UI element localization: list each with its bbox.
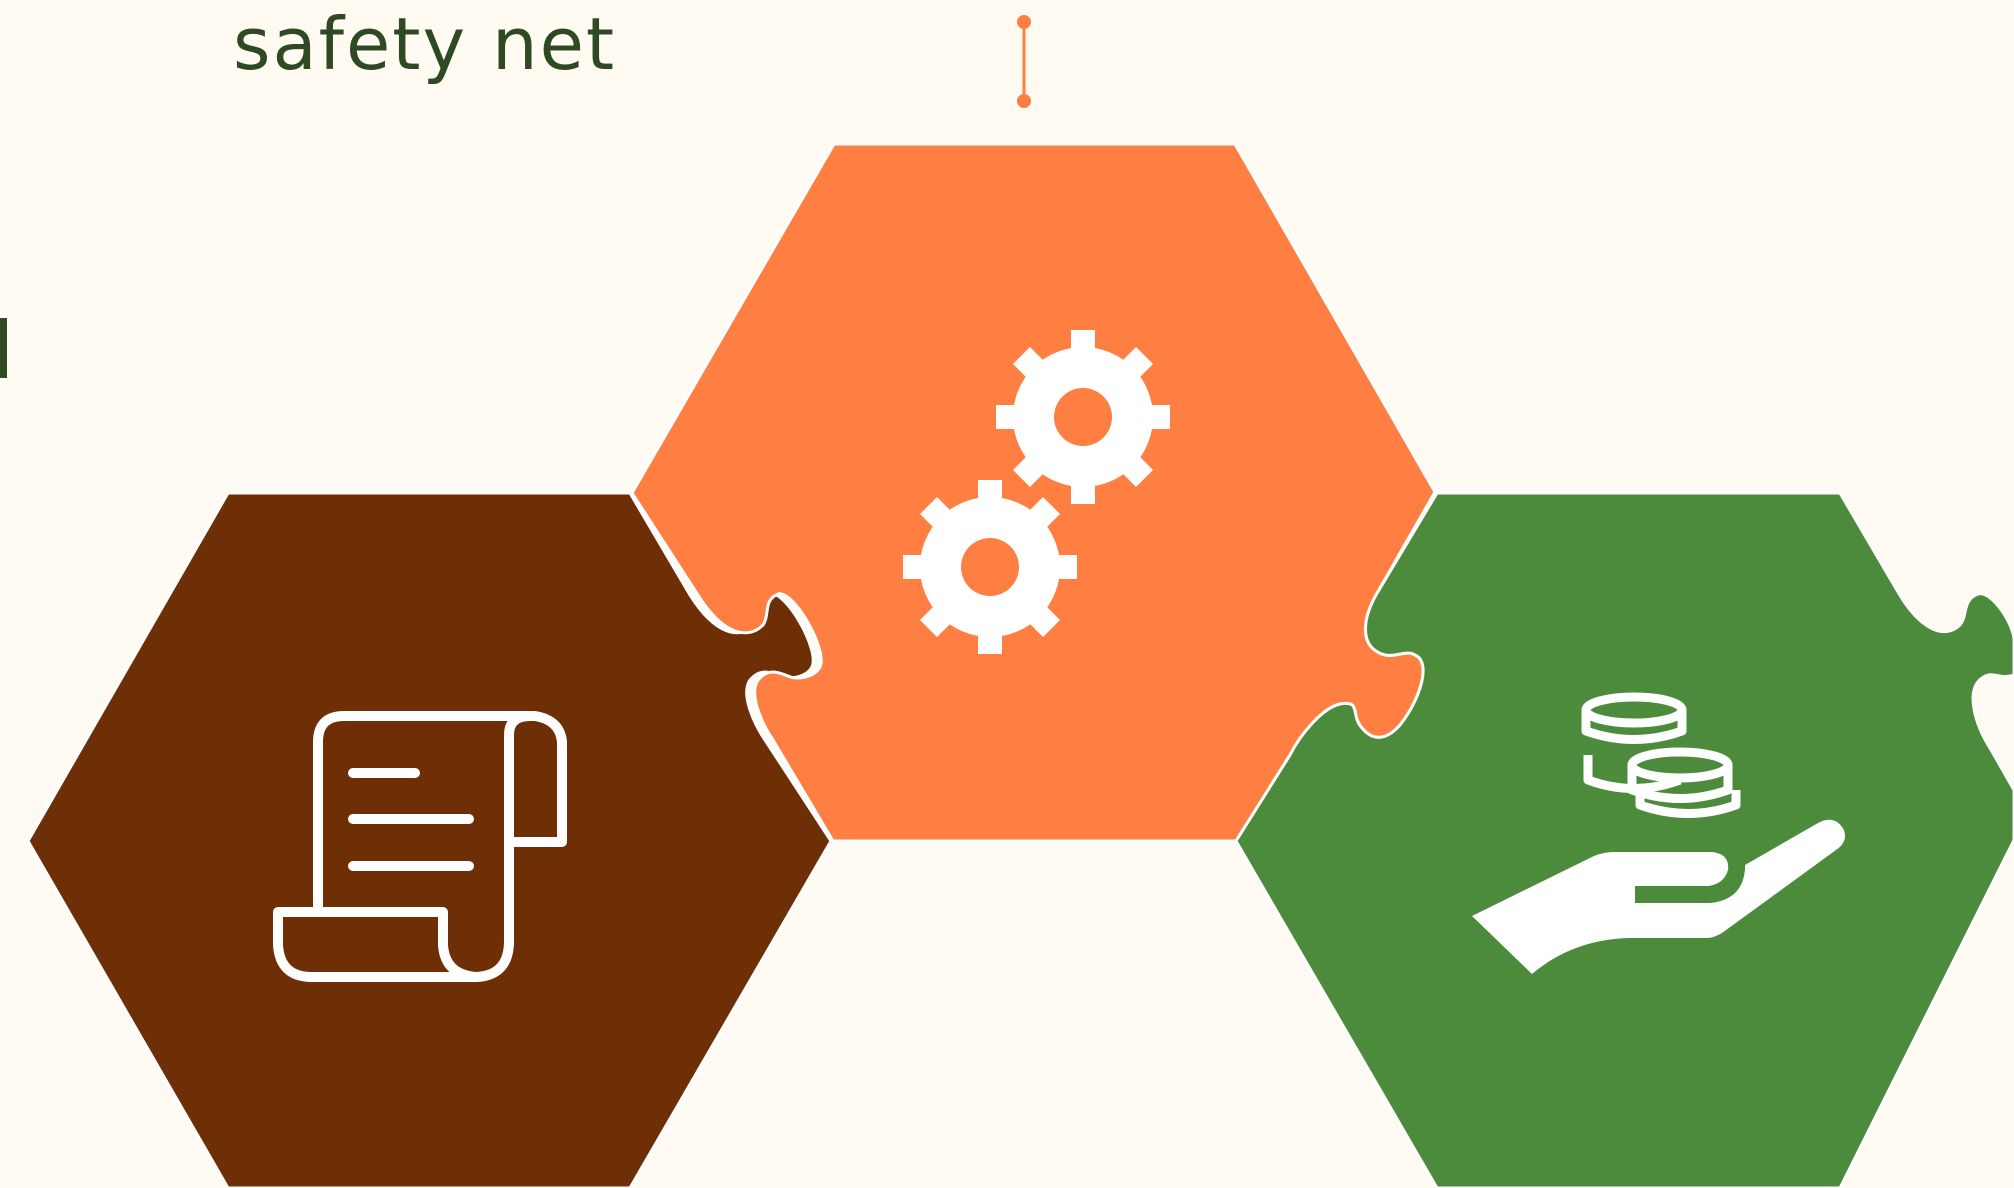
orange-hexagon: [630, 142, 1437, 843]
left-edge-text-fragment: [0, 318, 7, 378]
green-hexagon: [1234, 491, 2014, 1188]
top-connector-pin: [1017, 15, 1031, 108]
safety-net-label: safety net: [233, 2, 617, 86]
scroll-document-icon: [273, 711, 567, 982]
hand-coins-icon: [1472, 692, 1845, 974]
gears-icon: [903, 330, 1170, 654]
